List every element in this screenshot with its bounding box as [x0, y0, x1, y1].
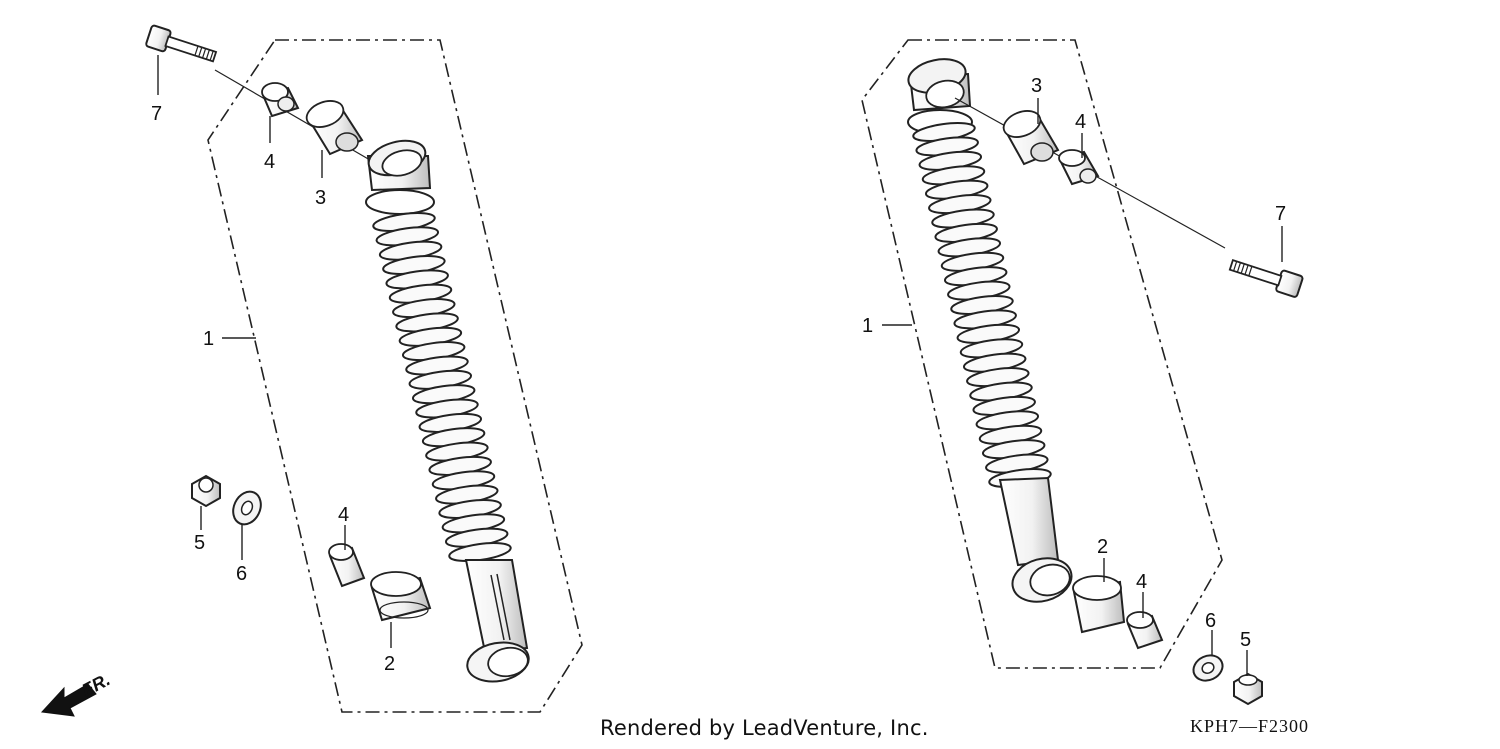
- right-callout-4-upper: 4: [1075, 111, 1086, 133]
- right-nut-5: [1233, 672, 1263, 706]
- right-bushing-2: [1072, 575, 1126, 634]
- right-shock-assembly: 3 4 7 1 2 4 6 5: [861, 39, 1304, 706]
- left-washer-6: [232, 490, 262, 526]
- right-assembly-outline: [861, 39, 1223, 669]
- left-shock-assembly: 7 4 3 1 4 5 6 2: [145, 24, 583, 713]
- right-spring-coils: [912, 121, 1052, 489]
- right-callout-3: 3: [1031, 75, 1042, 97]
- left-shock-absorber: [365, 139, 530, 683]
- left-spring-coils: [372, 211, 512, 563]
- right-callout-5: 5: [1240, 629, 1251, 651]
- left-leader-lines: [157, 55, 392, 648]
- left-callout-3: 3: [315, 187, 326, 209]
- left-collar-4-lower: [328, 543, 366, 588]
- right-collar-4-lower: [1126, 611, 1164, 650]
- left-callout-4-lower: 4: [338, 504, 349, 526]
- right-callout-2: 2: [1097, 536, 1108, 558]
- right-bolt-7: [1228, 259, 1304, 298]
- right-shock-absorber: [907, 58, 1073, 603]
- front-arrow-icon: [40, 683, 97, 717]
- left-callout-4-upper: 4: [264, 151, 275, 173]
- left-callout-7: 7: [151, 103, 162, 125]
- left-callout-1: 1: [203, 328, 214, 350]
- right-leader-lines: [882, 98, 1283, 676]
- right-callout-7: 7: [1275, 203, 1286, 225]
- right-callout-4-lower: 4: [1136, 571, 1147, 593]
- right-collar-4-upper: [1058, 149, 1100, 186]
- render-credit: Rendered by LeadVenture, Inc.: [600, 716, 929, 740]
- left-callout-2: 2: [384, 653, 395, 675]
- right-bushing-3: [1002, 110, 1060, 166]
- right-callout-6: 6: [1205, 610, 1216, 632]
- left-nut-5: [191, 474, 221, 508]
- left-bushing-2: [370, 571, 432, 622]
- left-bushing-3: [305, 100, 364, 156]
- right-callout-1: 1: [862, 315, 873, 337]
- right-washer-6: [1192, 654, 1224, 682]
- left-assembly-outline: [207, 39, 583, 713]
- left-collar-4-upper: [261, 82, 300, 118]
- left-callout-6: 6: [236, 563, 247, 585]
- left-bolt-7: [145, 24, 218, 63]
- front-indicator: FR.: [40, 669, 113, 717]
- left-callout-5: 5: [194, 532, 205, 554]
- figure-code: KPH7—F2300: [1190, 716, 1310, 736]
